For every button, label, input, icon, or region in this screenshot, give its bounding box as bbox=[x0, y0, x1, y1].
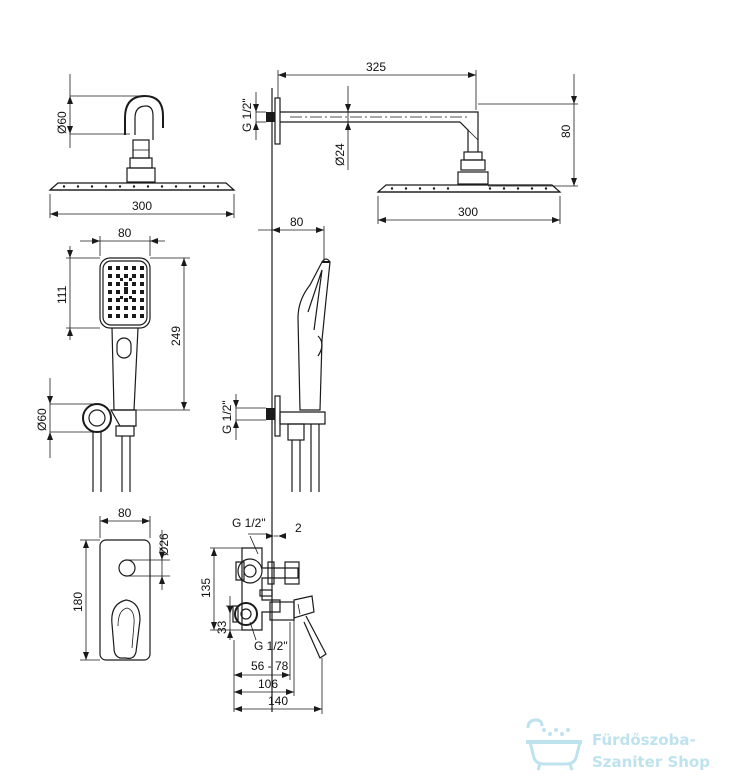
spray-nozzles bbox=[108, 266, 144, 318]
valve-gap-label: 2 bbox=[295, 521, 302, 535]
depth-106-label: 106 bbox=[258, 677, 278, 691]
head-width-label-right: 300 bbox=[458, 205, 478, 219]
arm-front-view: 325 80 Ø24 G 1/2" 300 bbox=[240, 60, 578, 712]
thread-holder-label: G 1/2" bbox=[220, 400, 234, 434]
watermark-line2: Szaniter Shop bbox=[592, 753, 710, 771]
valve-height-label: 135 bbox=[199, 578, 213, 598]
arm-drop-label: 80 bbox=[559, 124, 573, 138]
head-side-view: Ø60 300 bbox=[48, 74, 236, 218]
valve-lower-label: 33 bbox=[215, 620, 229, 634]
holder-dia-label: Ø60 bbox=[35, 408, 49, 431]
watermark-line1: Fürdőszoba- bbox=[592, 731, 696, 749]
tube-dia-label: Ø24 bbox=[333, 143, 347, 166]
hand-shower-side: 80 G 1/2" bbox=[220, 215, 331, 492]
depth-range-label: 56 - 78 bbox=[251, 659, 289, 673]
mixer-plate-front: 80 180 Ø26 bbox=[71, 506, 171, 661]
watermark: Fürdőszoba- Szaniter Shop bbox=[520, 718, 730, 778]
plate-width-label: 80 bbox=[118, 506, 132, 520]
depth-140-label: 140 bbox=[268, 694, 288, 708]
thread-valve-top-label: G 1/2" bbox=[232, 516, 266, 530]
flange-dia-label: Ø60 bbox=[55, 111, 69, 134]
head-width-label-left: 300 bbox=[132, 199, 152, 213]
thread-valve-bottom-label: G 1/2" bbox=[254, 639, 288, 653]
bathtub-icon bbox=[526, 718, 582, 771]
thread-top-label: G 1/2" bbox=[240, 98, 254, 132]
hand-head-height-label: 111 bbox=[55, 285, 69, 304]
knob-dia-label: Ø26 bbox=[157, 533, 171, 556]
hand-shower-front: 80 111 249 Ø60 bbox=[35, 226, 190, 492]
holder-offset-label: 80 bbox=[290, 215, 304, 229]
hand-total-height-label: 249 bbox=[169, 326, 183, 346]
arm-length-label: 325 bbox=[366, 60, 386, 74]
hand-width-label: 80 bbox=[118, 226, 132, 240]
plate-height-label: 180 bbox=[71, 592, 85, 612]
valve-section: 135 33 G 1/2" 2 G 1/2" 56 - 78 106 bbox=[199, 516, 327, 714]
